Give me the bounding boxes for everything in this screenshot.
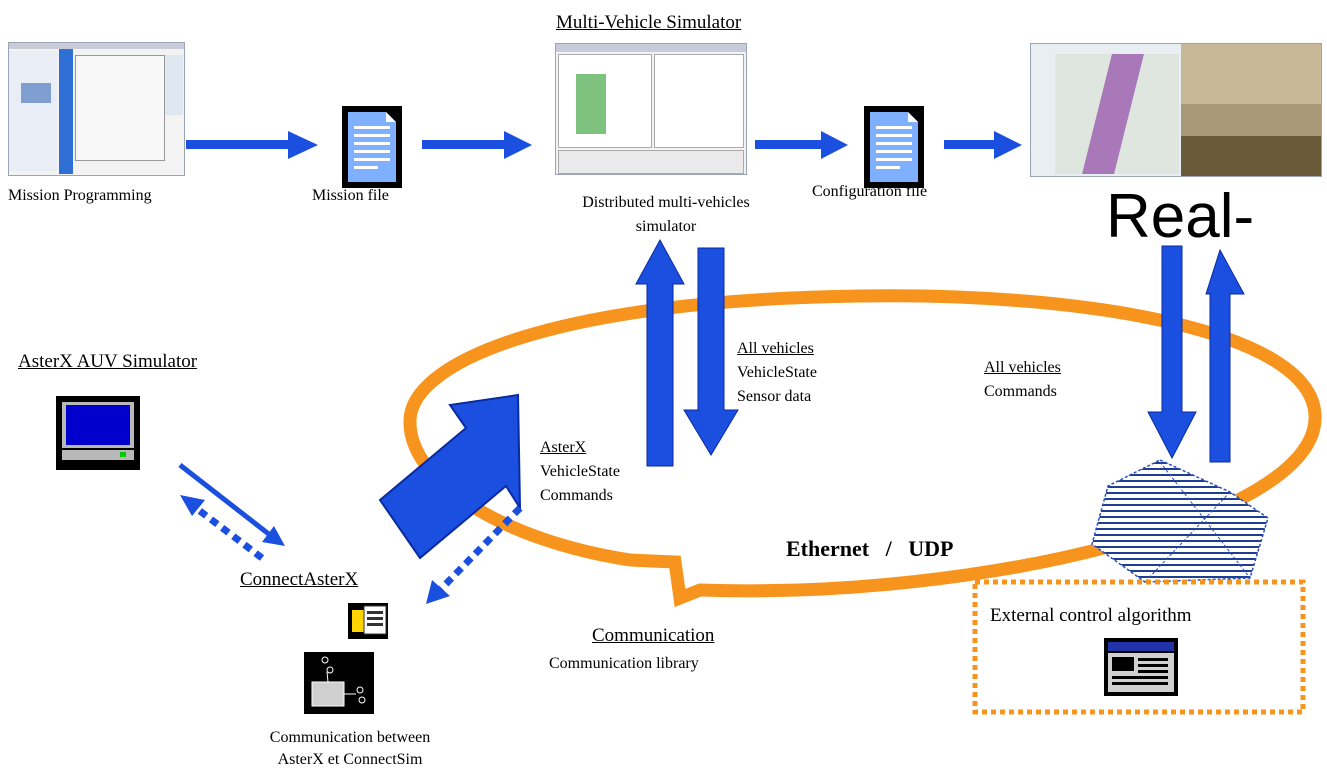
realtime-screenshot xyxy=(1030,43,1322,177)
realtime-label: Real- xyxy=(1106,182,1255,251)
communication-library-label: Communication library xyxy=(549,655,699,672)
mission-programming-label: Mission Programming xyxy=(8,187,152,204)
arrow-connect-to-monitor xyxy=(180,495,265,561)
arrow-realtime-up xyxy=(1205,248,1245,463)
asterx-flow-line2: Commands xyxy=(540,487,613,504)
mission-programming-screenshot xyxy=(8,42,185,176)
comm-between-line2: AsterX et ConnectSim xyxy=(277,751,423,768)
configuration-file-icon xyxy=(864,106,924,188)
asterx-simulator-title: AsterX AUV Simulator xyxy=(18,351,198,372)
comm-between-label: Communication between AsterX et ConnectS… xyxy=(214,728,486,769)
arrow-realtime-down xyxy=(1147,245,1197,460)
comm-between-line1: Communication between xyxy=(269,729,431,746)
arrow-simulator-to-config-file xyxy=(755,131,848,159)
network-module-icon xyxy=(304,652,374,714)
sim-flow-group: All vehicles xyxy=(737,340,814,357)
arrow-config-file-to-realtime xyxy=(944,131,1022,159)
simulator-screenshot xyxy=(555,43,747,175)
rt-flow-label: All vehicles Commands xyxy=(984,358,1061,401)
rt-flow-group: All vehicles xyxy=(984,359,1061,376)
communication-label: Communication xyxy=(592,625,715,646)
mission-file-label: Mission file xyxy=(312,187,389,204)
distributed-simulator-label: Distributed multi-vehicles simulator xyxy=(548,193,784,236)
distributed-simulator-line1: Distributed multi-vehicles xyxy=(582,194,750,211)
sim-flow-line1: VehicleState xyxy=(737,364,817,381)
sim-flow-label: All vehicles VehicleState Sensor data xyxy=(737,339,817,406)
rt-flow-line1: Commands xyxy=(984,383,1057,400)
arrow-network-to-connect xyxy=(426,505,523,604)
arrow-programming-to-mission-file xyxy=(186,131,318,159)
arrow-asterx-to-network xyxy=(378,393,522,560)
control-window-icon xyxy=(1104,638,1178,696)
external-interface-block xyxy=(1091,459,1269,583)
asterx-flow-group: AsterX xyxy=(540,439,587,456)
sim-flow-line2: Sensor data xyxy=(737,388,812,405)
mission-file-icon xyxy=(342,106,402,188)
external-control-box xyxy=(972,579,1306,715)
asterx-flow-line1: VehicleState xyxy=(540,463,620,480)
configuration-file-label: Configuration file xyxy=(812,183,928,200)
arrow-simulator-up xyxy=(635,238,685,467)
connect-asterx-label: ConnectAsterX xyxy=(240,569,359,590)
ethernet-udp-label: Ethernet / UDP xyxy=(786,536,954,561)
asterx-flow-label: AsterX VehicleState Commands xyxy=(540,438,620,505)
arrow-mission-file-to-simulator xyxy=(422,131,532,159)
arrow-simulator-down xyxy=(683,247,739,456)
arrow-monitor-to-connect xyxy=(178,463,285,546)
distributed-simulator-line2: simulator xyxy=(635,218,697,235)
page-title: Multi-Vehicle Simulator xyxy=(556,12,742,33)
external-control-label: External control algorithm xyxy=(990,605,1192,626)
monitor-icon xyxy=(56,396,140,470)
connect-asterx-icon xyxy=(348,603,388,639)
